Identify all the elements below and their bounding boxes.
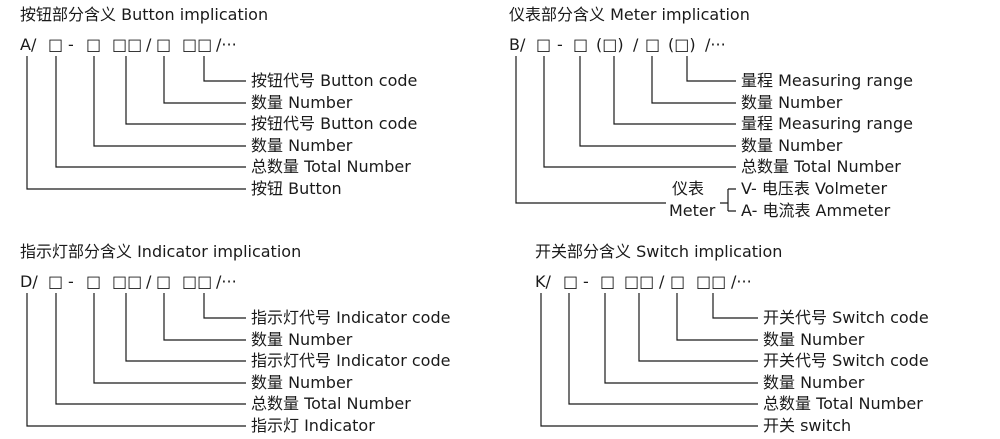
leader-line <box>125 56 246 125</box>
meter-option-voltmeter: V- 电压表 Volmeter <box>741 179 888 198</box>
switch-label: 总数量 Total Number <box>763 394 923 413</box>
meter-code-bracket: (□) <box>668 35 696 54</box>
switch-label: 开关代号 Switch code <box>763 308 929 327</box>
switch-code-box: □ <box>670 272 686 291</box>
button-label: 总数量 Total Number <box>251 157 411 176</box>
button-code-slash: / <box>146 35 152 54</box>
leader-line <box>604 293 758 384</box>
leader-line <box>93 56 246 147</box>
indicator-code-prefix: D/ <box>20 272 38 291</box>
meter-code-box: □ <box>536 35 552 54</box>
button-code-box: □ <box>86 35 102 54</box>
leader-line <box>543 56 736 168</box>
meter-cn-label: 仪表 <box>672 179 705 198</box>
switch-label: 数量 Number <box>763 373 865 392</box>
button-label: 按钮代号 Button code <box>251 114 418 133</box>
leader-line <box>515 56 666 204</box>
meter-code-box: □ <box>645 35 661 54</box>
indicator-code-suffix: /··· <box>216 272 237 291</box>
indicator-code-box-pair: □□ <box>112 272 143 291</box>
switch-label: 开关代号 Switch code <box>763 351 929 370</box>
leader-line <box>613 56 736 125</box>
button-section-title: 按钮部分含义 Button implication <box>20 5 269 24</box>
leader-line <box>568 293 758 405</box>
leader-line <box>676 293 758 341</box>
meter-code-dash: - <box>557 35 563 54</box>
indicator-label: 指示灯代号 Indicator code <box>251 351 451 370</box>
leader-line <box>203 293 246 319</box>
indicator-code-slash: / <box>146 272 152 291</box>
leader-line <box>579 56 736 147</box>
switch-code-suffix: /··· <box>731 272 752 291</box>
meter-brace <box>720 188 736 212</box>
indicator-code-box: □ <box>86 272 102 291</box>
leader-line <box>26 56 246 190</box>
meter-code-suffix: /··· <box>705 35 726 54</box>
switch-label: 开关 switch <box>763 416 852 435</box>
switch-code-slash: / <box>659 272 665 291</box>
leader-line <box>163 56 246 104</box>
leader-line <box>638 293 758 362</box>
meter-label: 数量 Number <box>741 136 843 155</box>
switch-code-prefix: K/ <box>535 272 551 291</box>
switch-code-dash: - <box>583 272 589 291</box>
button-code-box-pair: □□ <box>182 35 213 54</box>
indicator-code-box-pair: □□ <box>182 272 213 291</box>
button-code-dash: - <box>68 35 74 54</box>
switch-code-box-pair: □□ <box>696 272 727 291</box>
switch-label: 数量 Number <box>763 330 865 349</box>
meter-code-bracket: (□) <box>596 35 624 54</box>
meter-option-ammeter: A- 电流表 Ammeter <box>741 201 891 220</box>
indicator-label: 数量 Number <box>251 330 353 349</box>
meter-label: 数量 Number <box>741 93 843 112</box>
meter-label: 总数量 Total Number <box>741 157 901 176</box>
indicator-label: 指示灯代号 Indicator code <box>251 308 451 327</box>
leader-line <box>163 293 246 341</box>
button-label: 按钮代号 Button code <box>251 71 418 90</box>
leader-line <box>712 293 758 319</box>
leader-line <box>26 293 246 427</box>
button-code-suffix: /··· <box>216 35 237 54</box>
switch-code-box-pair: □□ <box>624 272 655 291</box>
meter-section-title: 仪表部分含义 Meter implication <box>509 5 750 24</box>
indicator-code-dash: - <box>68 272 74 291</box>
switch-code-box: □ <box>563 272 579 291</box>
switch-section-title: 开关部分含义 Switch implication <box>535 242 783 261</box>
button-code-prefix: A/ <box>20 35 37 54</box>
indicator-section-title: 指示灯部分含义 Indicator implication <box>20 242 302 261</box>
meter-label: 量程 Measuring range <box>741 71 913 90</box>
meter-label: 量程 Measuring range <box>741 114 913 133</box>
indicator-label: 数量 Number <box>251 373 353 392</box>
button-code-box: □ <box>156 35 172 54</box>
switch-code-box: □ <box>600 272 616 291</box>
leader-line <box>686 56 736 82</box>
leader-line <box>651 56 736 104</box>
meter-code-prefix: B/ <box>509 35 526 54</box>
leader-line <box>540 293 758 427</box>
meter-code-slash: / <box>633 35 639 54</box>
button-code-box: □ <box>48 35 64 54</box>
indicator-label: 指示灯 Indicator <box>251 416 375 435</box>
meter-en-label: Meter <box>669 201 716 220</box>
leader-line <box>93 293 246 384</box>
leader-line <box>203 56 246 82</box>
indicator-code-box: □ <box>48 272 64 291</box>
leader-line <box>125 293 246 362</box>
button-label: 数量 Number <box>251 93 353 112</box>
indicator-code-box: □ <box>156 272 172 291</box>
button-label: 按钮 Button <box>251 179 342 198</box>
meter-code-box: □ <box>573 35 589 54</box>
indicator-label: 总数量 Total Number <box>251 394 411 413</box>
button-label: 数量 Number <box>251 136 353 155</box>
leader-line <box>55 293 246 405</box>
button-code-box-pair: □□ <box>112 35 143 54</box>
leader-line <box>55 56 246 168</box>
